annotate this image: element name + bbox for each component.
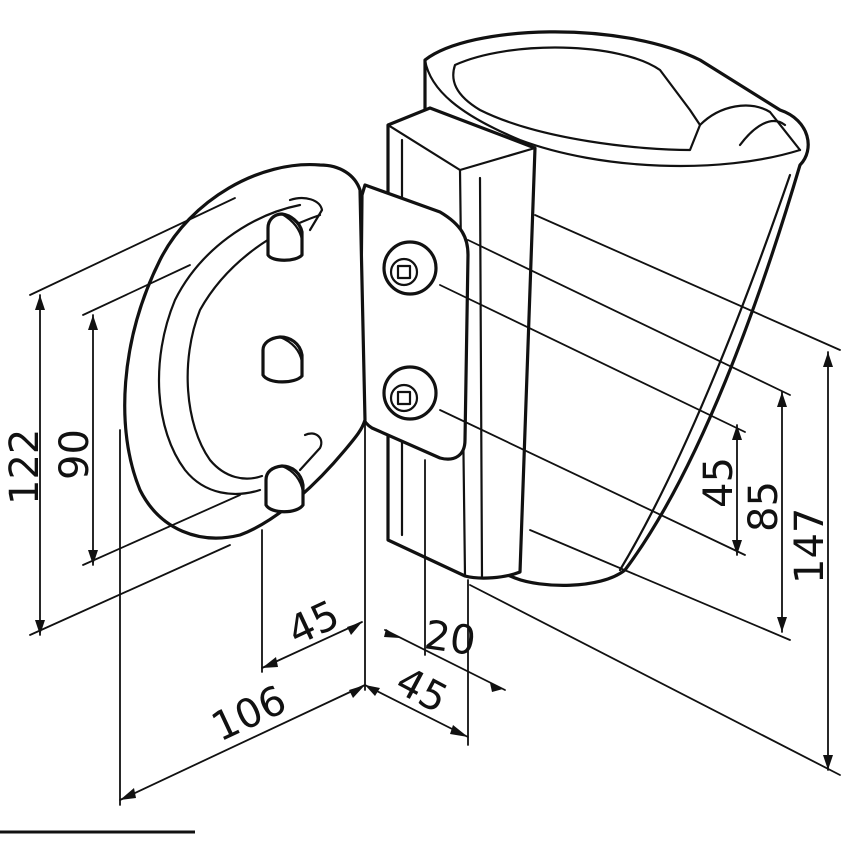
back-plate bbox=[123, 162, 367, 540]
dim-label-90: 90 bbox=[52, 429, 98, 480]
dim-label-45-bottom: 45 bbox=[281, 592, 347, 655]
pin-middle bbox=[261, 335, 304, 384]
dimension-arrows bbox=[35, 295, 833, 800]
screw-lower bbox=[382, 365, 438, 421]
dim-label-20: 20 bbox=[422, 612, 479, 665]
dim-label-85: 85 bbox=[741, 481, 787, 532]
screw-upper bbox=[382, 240, 438, 296]
clamp-plate bbox=[358, 183, 470, 461]
pin-bottom bbox=[264, 464, 305, 514]
pin-top bbox=[266, 212, 304, 262]
dim-label-147: 147 bbox=[787, 508, 833, 584]
dimension-lines bbox=[29, 197, 841, 806]
dim-label-122: 122 bbox=[2, 429, 48, 505]
dim-label-45-depth: 45 bbox=[388, 658, 455, 723]
dim-label-45-right: 45 bbox=[696, 457, 742, 508]
